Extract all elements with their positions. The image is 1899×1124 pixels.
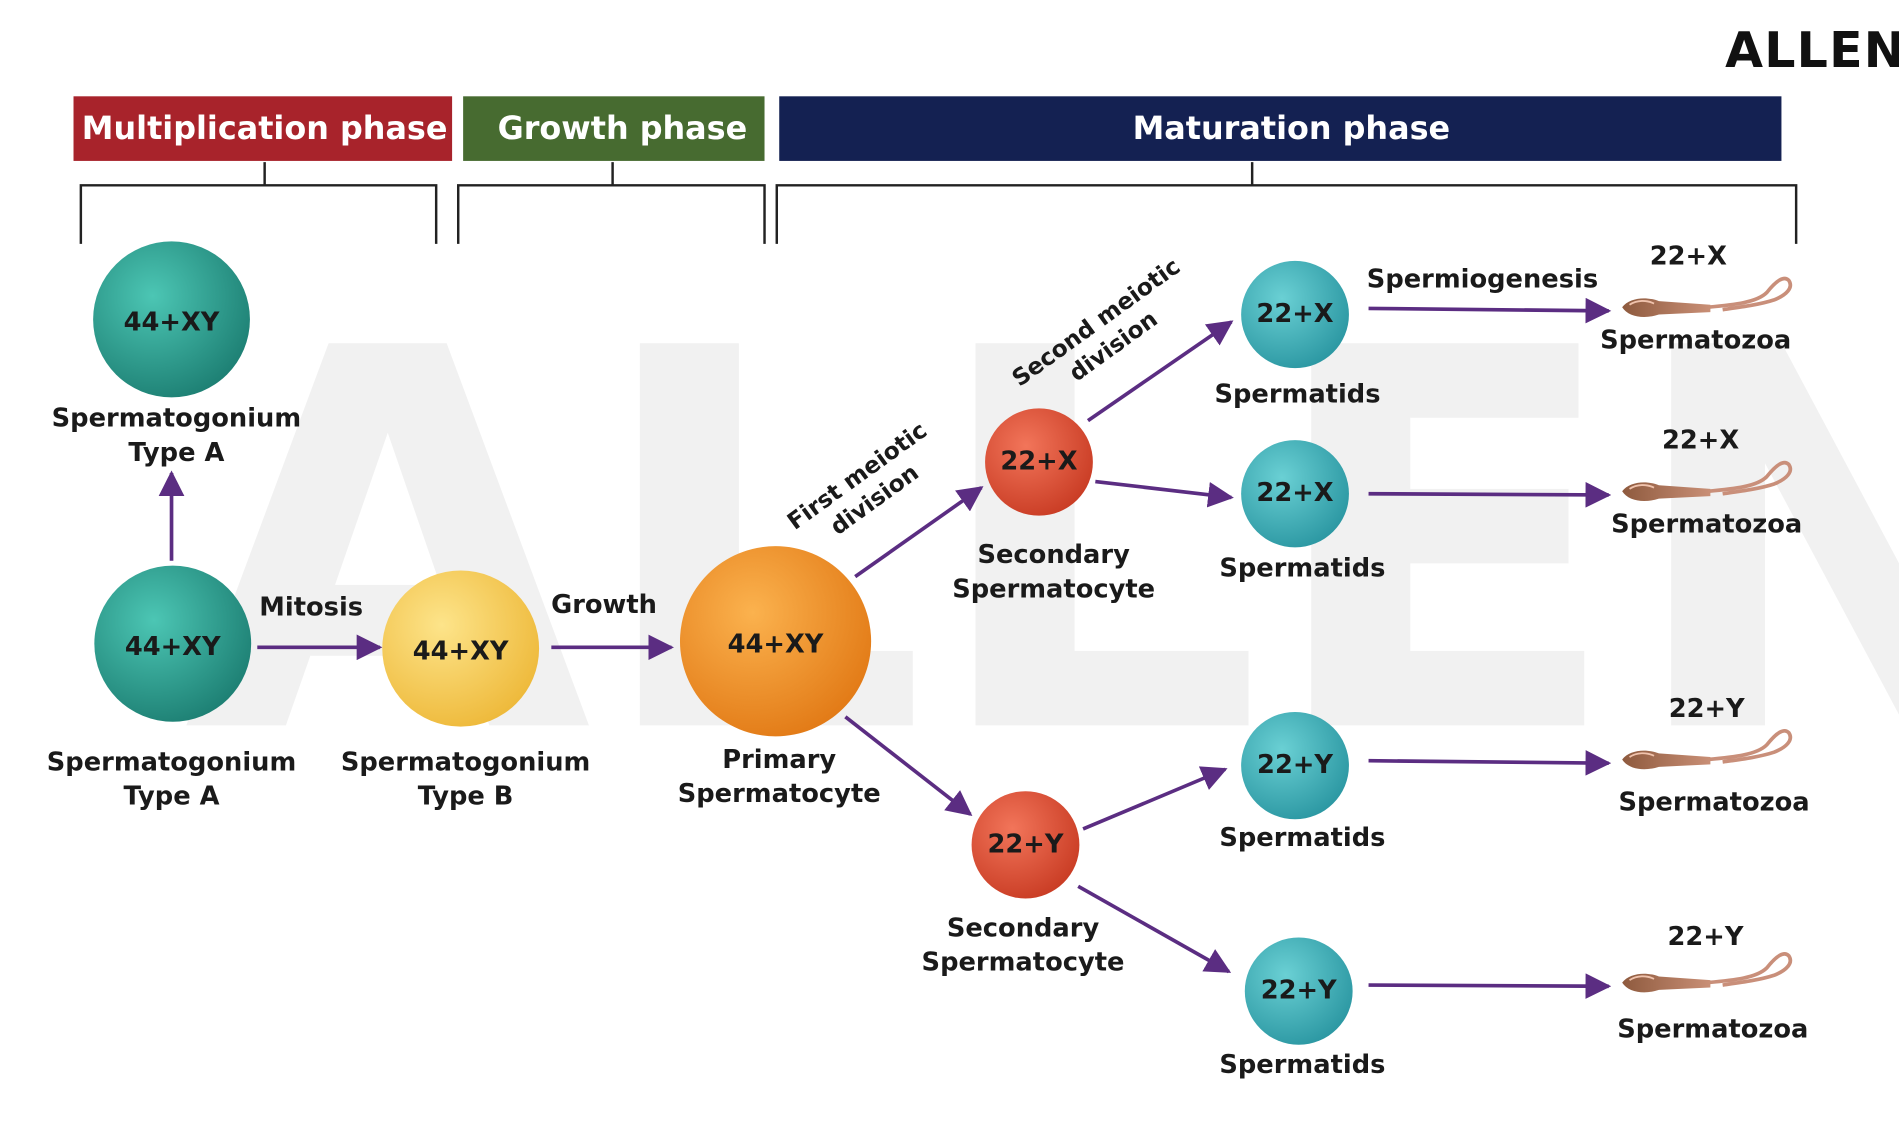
label-spermatozoa-4: Spermatozoa xyxy=(1617,1015,1808,1045)
label-spermatozoa-1: Spermatozoa xyxy=(1600,326,1791,356)
cell-spermatid-x2-karyotype: 22+X xyxy=(1256,478,1333,508)
cell-spermatid-y2-karyotype: 22+Y xyxy=(1261,976,1337,1006)
label-mitosis: Mitosis xyxy=(259,593,363,623)
sperm-icon-4 xyxy=(1620,952,1793,995)
arrow-second-meiotic-y1 xyxy=(1082,766,1228,831)
cell-secondary-spermatocyte-y xyxy=(971,791,1080,899)
cell-primary-spermatocyte-karyotype: 44+XY xyxy=(728,629,824,659)
label-spermatogonium-b-1: Spermatogonium xyxy=(341,748,591,778)
label-sperm-karyotype-1: 22+X xyxy=(1650,242,1727,272)
cell-secondary-spermatocyte-x xyxy=(985,408,1093,516)
maturation-bracket xyxy=(775,162,1798,244)
label-primary-spermatocyte-2: Spermatocyte xyxy=(678,779,881,809)
label-spermiogenesis: Spermiogenesis xyxy=(1367,265,1598,295)
cell-spermatogonium-b-karyotype: 44+XY xyxy=(413,637,509,667)
label-spermatogonium-a-2: Type A xyxy=(124,782,220,812)
cell-spermatogonium-a xyxy=(94,565,252,722)
arrow-first-meiotic-y xyxy=(844,715,973,816)
watermark: ALLEN xyxy=(184,239,1899,849)
arrow-second-meiotic-y2 xyxy=(1077,884,1232,974)
cell-spermatogonium-a-top xyxy=(93,241,250,398)
label-spermatogonium-b-2: Type B xyxy=(418,782,514,812)
brand-logo: ALLEN xyxy=(1725,22,1899,79)
cell-primary-spermatocyte xyxy=(679,546,872,737)
growth-bracket xyxy=(456,162,766,244)
label-spermatozoa-2: Spermatozoa xyxy=(1611,510,1802,540)
multiplication-phase-banner xyxy=(73,96,453,161)
label-spermatogonium-a-1: Spermatogonium xyxy=(47,748,297,778)
maturation-phase-label: Maturation phase xyxy=(1133,111,1451,147)
cell-spermatid-x1-karyotype: 22+X xyxy=(1256,299,1333,329)
label-secondary-spermatocyte-x-2: Spermatocyte xyxy=(952,574,1155,604)
arrow-spermiogenesis-2 xyxy=(1368,482,1612,508)
label-spermatids-2: Spermatids xyxy=(1219,554,1385,584)
growth-phase-label: Growth phase xyxy=(498,111,748,147)
arrow-second-meiotic-x1 xyxy=(1086,320,1234,423)
cell-spermatogonium-b xyxy=(382,570,540,727)
label-sperm-karyotype-3: 22+Y xyxy=(1669,694,1745,724)
label-spermatogonium-a-top-2: Type A xyxy=(128,438,224,468)
label-primary-spermatocyte-1: Primary xyxy=(722,745,836,775)
label-spermatogonium-a-top-1: Spermatogonium xyxy=(52,404,302,434)
arrow-spermiogenesis-4 xyxy=(1368,973,1612,999)
label-spermatozoa-3: Spermatozoa xyxy=(1618,788,1809,818)
cell-spermatid-y2 xyxy=(1244,937,1353,1045)
growth-phase-banner xyxy=(463,96,765,161)
label-sperm-karyotype-2: 22+X xyxy=(1662,426,1739,456)
arrow-spermiogenesis-3 xyxy=(1368,750,1612,776)
label-spermatids-1: Spermatids xyxy=(1214,379,1380,409)
label-sperm-karyotype-4: 22+Y xyxy=(1667,922,1743,952)
label-spermatids-3: Spermatids xyxy=(1219,823,1385,853)
multiplication-phase-label: Multiplication phase xyxy=(82,111,448,147)
cell-spermatogonium-a-karyotype: 44+XY xyxy=(125,632,221,662)
arrow-second-meiotic-x2 xyxy=(1095,479,1234,508)
cell-secondary-spermatocyte-x-karyotype: 22+X xyxy=(1000,447,1077,477)
cell-spermatid-x1 xyxy=(1241,260,1349,369)
label-growth: Growth xyxy=(551,590,657,620)
label-secondary-spermatocyte-x-1: Secondary xyxy=(977,540,1130,570)
multiplication-bracket xyxy=(79,162,438,244)
arrow-spermiogenesis-1 xyxy=(1368,297,1612,324)
arrow-first-meiotic-x xyxy=(854,486,984,579)
cell-spermatid-y1 xyxy=(1241,711,1349,820)
cell-spermatid-x2 xyxy=(1241,440,1349,548)
maturation-phase-banner xyxy=(779,96,1782,161)
cell-spermatid-y1-karyotype: 22+Y xyxy=(1257,750,1333,780)
label-secondary-spermatocyte-y-2: Spermatocyte xyxy=(922,947,1125,977)
label-spermatids-4: Spermatids xyxy=(1219,1050,1385,1080)
cell-spermatogonium-a-top-karyotype: 44+XY xyxy=(124,308,220,338)
cell-secondary-spermatocyte-y-karyotype: 22+Y xyxy=(988,829,1064,859)
label-secondary-spermatocyte-y-1: Secondary xyxy=(947,913,1100,943)
